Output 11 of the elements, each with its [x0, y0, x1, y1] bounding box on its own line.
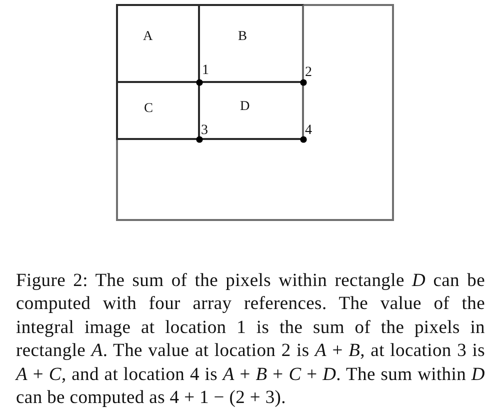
image-frame — [116, 4, 394, 221]
region-rectangle — [116, 4, 200, 83]
corner-number: 2 — [305, 66, 312, 80]
corner-number: 4 — [305, 124, 312, 138]
figure-caption: Figure 2: The sum of the pixels within rectangle D can be computed with four array references. The value of the integral image at location 1 is the sum of the pixels in rectangle A. The value at location 2 is A + B, at location 3 is A + C, and at location 4 is A + B + C + D. The sum within D can be computed as 4 + 1 − (2 + 3). — [16, 270, 485, 410]
corner-number: 3 — [201, 124, 208, 138]
region-label: C — [144, 101, 154, 115]
region-label: A — [143, 29, 153, 43]
region-label: D — [240, 99, 250, 113]
region-label: B — [238, 29, 248, 43]
corner-number: 1 — [202, 64, 209, 78]
